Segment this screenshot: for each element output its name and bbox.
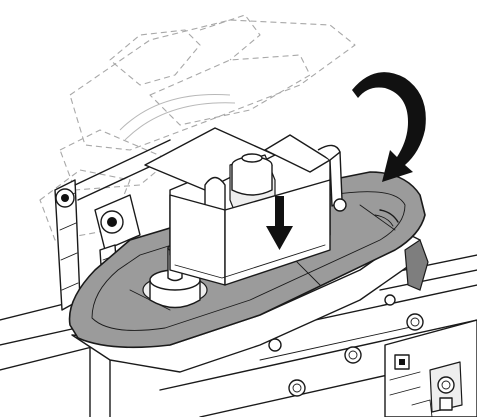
down-arrow-icon <box>266 196 293 250</box>
electrical-box <box>384 319 477 417</box>
mount-hole-3 <box>288 379 306 397</box>
mount-hole-1 <box>344 346 362 364</box>
mount-hole-5 <box>384 294 396 306</box>
cover-right-end <box>374 209 399 227</box>
mount-hole-2 <box>406 313 424 331</box>
rotate-clockwise-arrow-icon <box>352 72 426 182</box>
